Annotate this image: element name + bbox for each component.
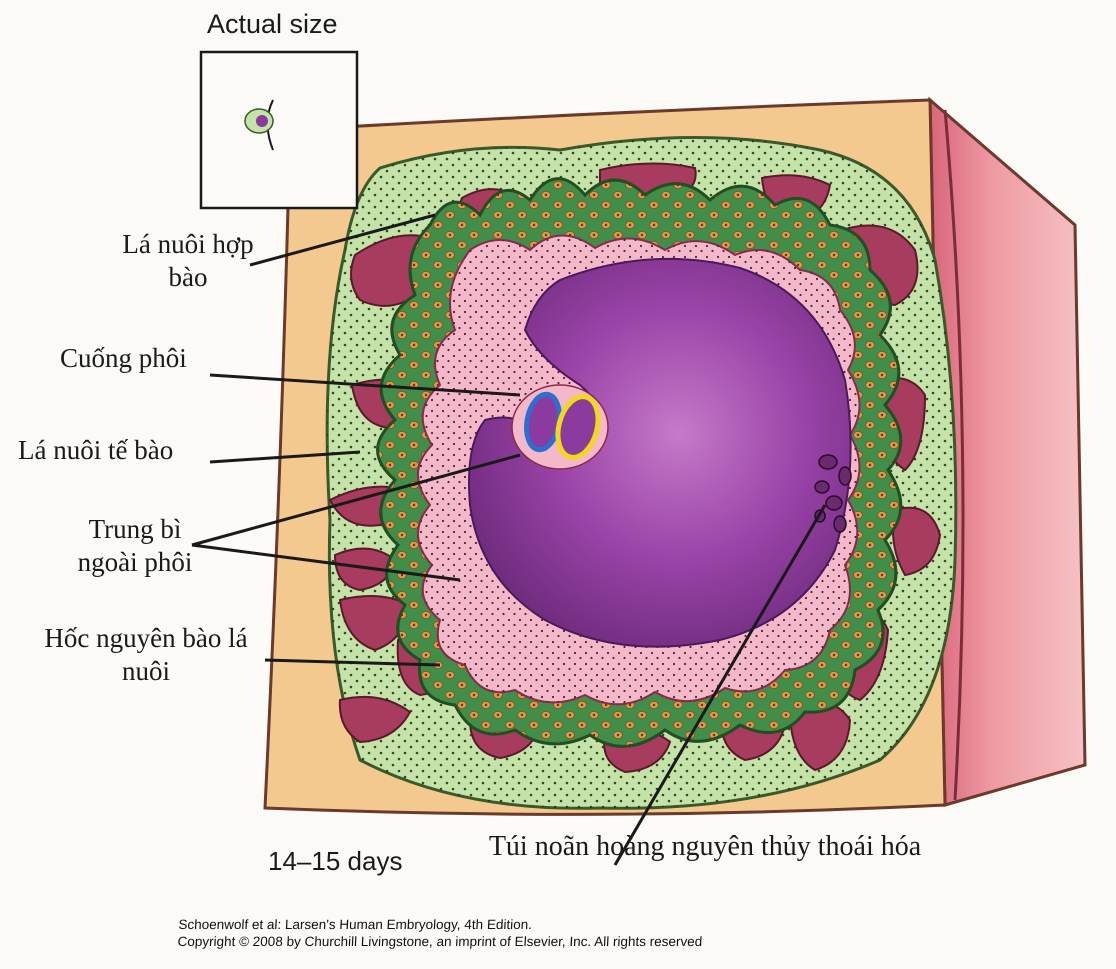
- inset-title: Actual size: [207, 9, 338, 39]
- label-cytotrophoblast: Lá nuôi tế bào: [18, 435, 174, 465]
- label-trophoblastic-lacunae: Hốc nguyên bào lá nuôi: [44, 623, 248, 686]
- yolk-sac: [555, 394, 601, 460]
- leader-lines: [191, 213, 827, 866]
- actual-size-inset: [199, 50, 359, 210]
- credit-line-1: Schoenwolf et al: Larsen's Human Embryol…: [178, 917, 533, 932]
- label-degenerating-yolk-sac: Túi noãn hoàng nguyên thủy thoái hóa: [488, 831, 922, 862]
- degenerating-yolk-sac-remnants: [814, 454, 852, 533]
- stage-label: 14–15 days: [268, 846, 403, 876]
- label-syncytiotrophoblast: Lá nuôi hợp bào: [122, 229, 254, 292]
- figure-credit: Schoenwolf et al: Larsen's Human Embryol…: [177, 916, 703, 950]
- credit-line-2: Copyright © 2008 by Churchill Livingston…: [177, 934, 703, 949]
- label-connecting-stalk: Cuống phôi: [60, 343, 187, 373]
- label-extraembryonic-mesoderm: Trung bì ngoài phôi: [77, 514, 193, 577]
- bilaminar-embryo: [511, 384, 609, 470]
